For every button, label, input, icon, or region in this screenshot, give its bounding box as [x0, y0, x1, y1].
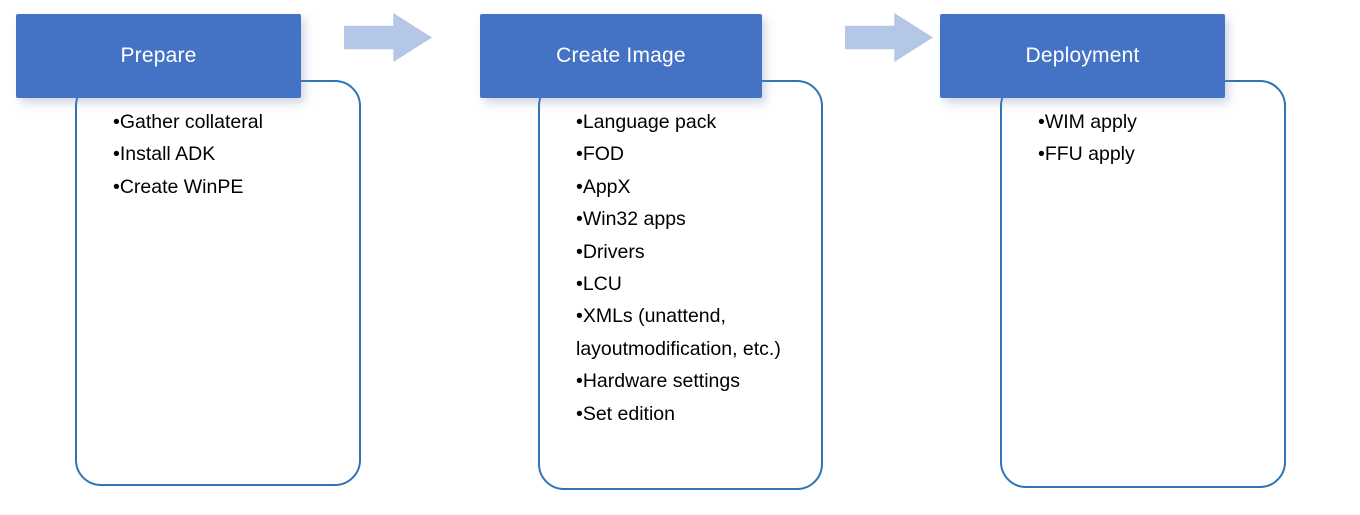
stage-title: Deployment	[1025, 44, 1140, 67]
stage-title: Create Image	[556, 44, 686, 67]
list-item: Hardware settings	[576, 365, 803, 397]
list-item: LCU	[576, 268, 803, 300]
list-item: Create WinPE	[113, 171, 341, 203]
list-item: FFU apply	[1038, 138, 1266, 170]
create-image-item-list: Language pack FOD AppX Win32 apps Driver…	[576, 106, 803, 430]
list-item: Gather collateral	[113, 106, 341, 138]
prepare-item-list: Gather collateral Install ADK Create Win…	[113, 106, 341, 203]
list-item: XMLs (unattend, layoutmodification, etc.…	[576, 300, 803, 365]
stage-header-deployment: Deployment	[940, 14, 1225, 98]
stage-card-prepare: Gather collateral Install ADK Create Win…	[75, 80, 361, 486]
stage-card-create-image: Language pack FOD AppX Win32 apps Driver…	[538, 80, 823, 490]
deployment-item-list: WIM apply FFU apply	[1038, 106, 1266, 171]
list-item: Win32 apps	[576, 203, 803, 235]
list-item: Install ADK	[113, 138, 341, 170]
list-item: FOD	[576, 138, 803, 170]
right-arrow-icon	[344, 13, 432, 62]
list-item: Set edition	[576, 398, 803, 430]
stage-header-create-image: Create Image	[480, 14, 762, 98]
stage-header-prepare: Prepare	[16, 14, 301, 98]
list-item: AppX	[576, 171, 803, 203]
list-item: WIM apply	[1038, 106, 1266, 138]
stage-title: Prepare	[120, 44, 197, 67]
list-item: Language pack	[576, 106, 803, 138]
right-arrow-icon	[845, 13, 933, 62]
stage-card-deployment: WIM apply FFU apply	[1000, 80, 1286, 488]
list-item: Drivers	[576, 236, 803, 268]
